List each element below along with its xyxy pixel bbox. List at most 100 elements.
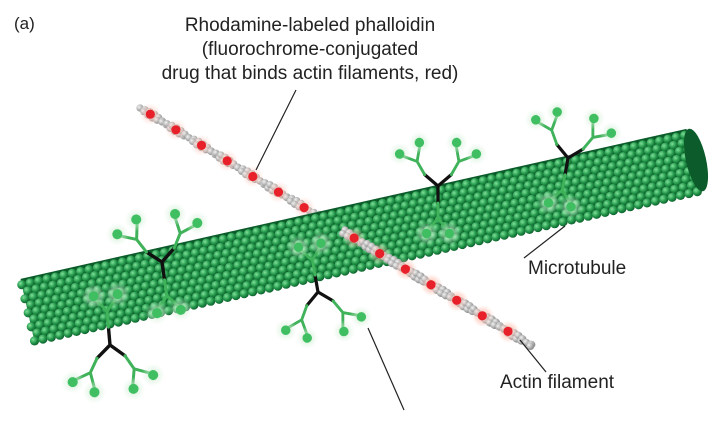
tubulin-bead [538,184,548,195]
tubulin-bead [197,276,207,286]
tubulin-bead [603,199,613,209]
tubulin-bead [228,276,238,287]
tubulin-bead [579,175,590,185]
tubulin-bead [244,251,254,261]
tubulin-bead [463,224,473,234]
tubulin-bead [130,291,140,301]
tubulin-bead [395,239,406,249]
tubulin-bead [387,241,397,251]
tubulin-bead [54,286,64,296]
tubulin-bead [77,310,87,321]
tubulin-bead [499,208,509,218]
tubulin-bead [353,248,364,258]
tubulin-bead [177,288,187,298]
tubulin-bead [647,182,657,192]
fluor-dot [421,228,432,239]
tubulin-bead [40,326,51,336]
tubulin-bead [135,275,145,285]
tubulin-bead [331,246,341,256]
tubulin-bead [461,179,472,190]
tubulin-bead [264,283,274,293]
tubulin-bead [470,200,481,210]
tubulin-bead [411,191,421,201]
tubulin-bead [529,164,539,174]
tubulin-bead [583,211,593,221]
tubulin-bead [459,209,469,220]
tubulin-bead [641,154,651,164]
tubulin-bead [565,171,576,181]
secondary-antibody [415,201,461,245]
tubulin-bead [661,164,671,174]
tubulin-bead [533,222,543,233]
tubulin-bead [621,166,632,176]
fluor-dot [589,113,599,124]
tubulin-bead [274,229,284,239]
tubulin-bead [583,189,593,199]
tubulin-bead [243,229,253,239]
tubulin-bead [590,165,601,175]
tubulin-bead [48,280,58,290]
tubulin-bead [196,254,206,264]
tubulin-bead [686,180,697,191]
tubulin-bead [470,178,480,188]
tubulin-bead [358,210,368,220]
tubulin-bead [474,214,484,224]
tubulin-bead [658,172,668,182]
tubulin-bead [356,218,366,228]
tubulin-bead [530,208,540,219]
tubulin-bead [505,214,515,224]
tubulin-bead [201,238,211,248]
tubulin-bead [656,180,666,190]
tubulin-bead [336,208,346,218]
tubulin-bead [134,253,144,263]
tubulin-bead [172,282,182,292]
tubulin-bead [29,314,39,324]
tubulin-bead [76,266,86,277]
secondary-antibody [388,131,431,177]
tubulin-bead [37,312,47,322]
tubulin-bead [207,244,217,254]
tubulin-bead [476,206,486,216]
tubulin-bead [235,231,245,241]
secondary-antibody [105,207,149,254]
tubulin-bead [121,271,131,281]
tubulin-bead [529,186,539,196]
tubulin-bead [545,161,556,171]
tubulin-bead [448,197,458,207]
tubulin-bead [227,254,237,265]
tubulin-bead [185,264,195,274]
tubulin-bead [272,237,282,247]
tubulin-bead [582,167,592,177]
tubulin-bead [621,144,631,154]
secondary-antibody [524,100,569,146]
tubulin-bead [587,151,598,161]
tubulin-bead [127,299,137,309]
tubulin-bead [317,264,327,274]
tubulin-bead [496,216,506,226]
actin-bead [526,342,534,350]
tubulin-bead [183,272,193,282]
tubulin-bead [45,288,55,298]
tubulin-bead [236,275,246,285]
phalloidin-dot [222,156,232,166]
actin-filament-front [339,226,535,350]
tubulin-bead [39,282,50,292]
tubulin-bead [246,243,257,253]
tubulin-bead [233,283,244,293]
antibody [105,202,210,326]
tubulin-bead [174,274,184,284]
tubulin-bead [57,300,67,310]
tubulin-bead [115,265,125,275]
tubulin-bead [389,211,399,221]
tubulin-bead [273,281,283,291]
tubulin-bead [351,256,361,266]
tubulin-bead [504,192,514,202]
tubulin-bead [20,294,30,304]
tubulin-bead [301,267,311,277]
tubulin-bead [210,236,220,246]
tubulin-bead [337,252,347,262]
tubulin-bead [232,238,242,249]
tubulin-bead [616,182,626,192]
fluor-dot [89,387,100,398]
tubulin-bead [591,187,601,197]
